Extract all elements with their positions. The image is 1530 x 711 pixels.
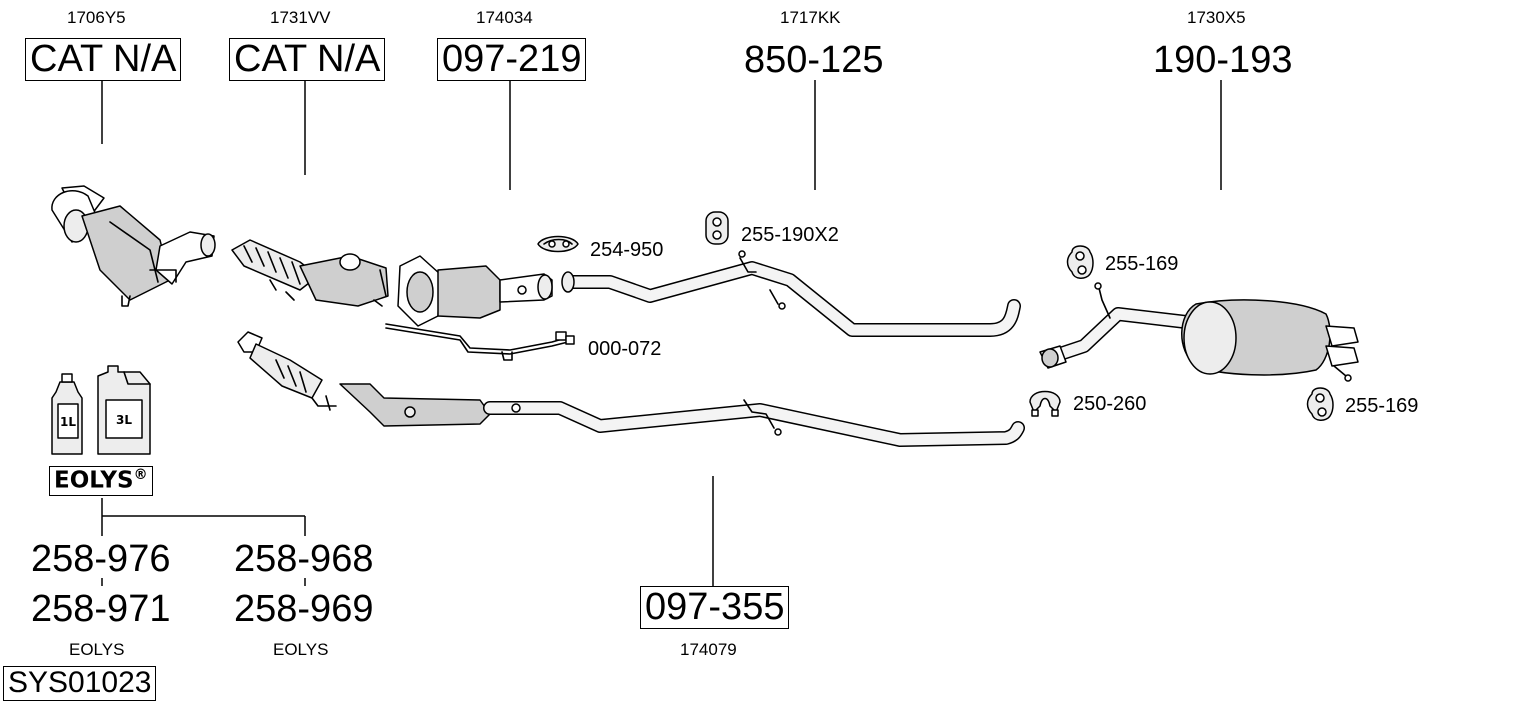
cat1-ref: 1706Y5	[67, 8, 126, 27]
hanger-255-190x2-icon	[705, 211, 729, 245]
eolys-brand-mark: ®	[133, 467, 148, 483]
bottle-large-label: 3L	[116, 413, 132, 427]
clamp2-label[interactable]: 250-260	[1073, 393, 1147, 415]
eolys-brand: EOLYS®	[49, 466, 153, 496]
cat1-label[interactable]: CAT N/A	[25, 38, 182, 81]
rear-ref: 1730X5	[1187, 8, 1246, 27]
system-code: SYS01023	[3, 666, 157, 701]
eolys-brand-text: EOLYS	[54, 467, 134, 494]
additive-right-code2[interactable]: 258-969	[234, 588, 374, 630]
clamp-254-950-icon	[537, 235, 579, 253]
catalyst-1731vv-drawing	[231, 239, 389, 307]
rubber-mount-255-169-icon	[1066, 245, 1094, 279]
rear-label[interactable]: 190-193	[1153, 39, 1293, 81]
mid-label[interactable]: 850-125	[744, 39, 884, 81]
rubber2-label[interactable]: 255-169	[1345, 395, 1419, 417]
rubber1-label[interactable]: 255-169	[1105, 253, 1179, 275]
cat2-ref: 1731VV	[270, 8, 331, 27]
additive-left-name: EOLYS	[69, 640, 125, 659]
clamp-label[interactable]: 254-950	[590, 239, 664, 261]
front2-label[interactable]: 097-355	[640, 586, 790, 629]
catalyst-1706y5-drawing	[51, 185, 216, 307]
sensor-pipe-000-072-drawing	[385, 323, 575, 361]
rubber-mount-255-169-bottom-icon	[1306, 387, 1334, 421]
additive-left-code1[interactable]: 258-976	[31, 538, 171, 580]
mid-ref: 1717KK	[780, 8, 841, 27]
front2-ref: 174079	[680, 640, 737, 659]
clamp-250-260-icon	[1029, 390, 1061, 417]
additive-left-code2[interactable]: 258-971	[31, 588, 171, 630]
dpf-ref: 174034	[476, 8, 533, 27]
cat2-label[interactable]: CAT N/A	[229, 38, 386, 81]
front-pipe-097-355-drawing	[237, 331, 1025, 447]
additive-right-code1[interactable]: 258-968	[234, 538, 374, 580]
leader-lines	[101, 80, 1222, 586]
middle-pipe-850-125-drawing	[561, 250, 1021, 337]
dpf-label[interactable]: 097-219	[437, 38, 587, 81]
rear-silencer-190-193-drawing	[1039, 282, 1359, 382]
additive-right-name: EOLYS	[273, 640, 329, 659]
additive-bottles-drawing: 1L 3L	[51, 365, 151, 455]
sensor-pipe-label[interactable]: 000-072	[588, 338, 662, 360]
dpf-174034-drawing	[397, 255, 553, 327]
hanger-label[interactable]: 255-190X2	[741, 224, 839, 246]
bottle-small-label: 1L	[60, 415, 76, 429]
